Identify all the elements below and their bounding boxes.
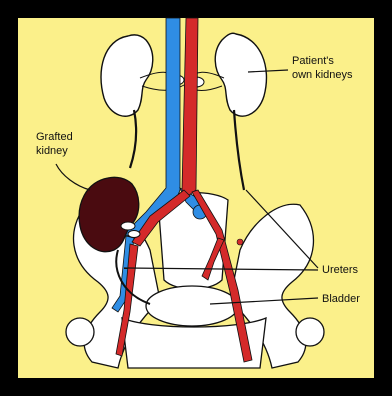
label-bladder: Bladder	[322, 293, 360, 305]
label-grafted-line1: Grafted	[36, 131, 73, 143]
bladder	[146, 286, 238, 326]
label-ureters: Ureters	[322, 264, 359, 276]
label-grafted-line2: kidney	[36, 145, 68, 157]
label-own-kidneys-line1: Patient's	[292, 55, 334, 67]
artery-stub	[237, 239, 243, 245]
label-own-kidneys-line2: own kidneys	[292, 69, 353, 81]
